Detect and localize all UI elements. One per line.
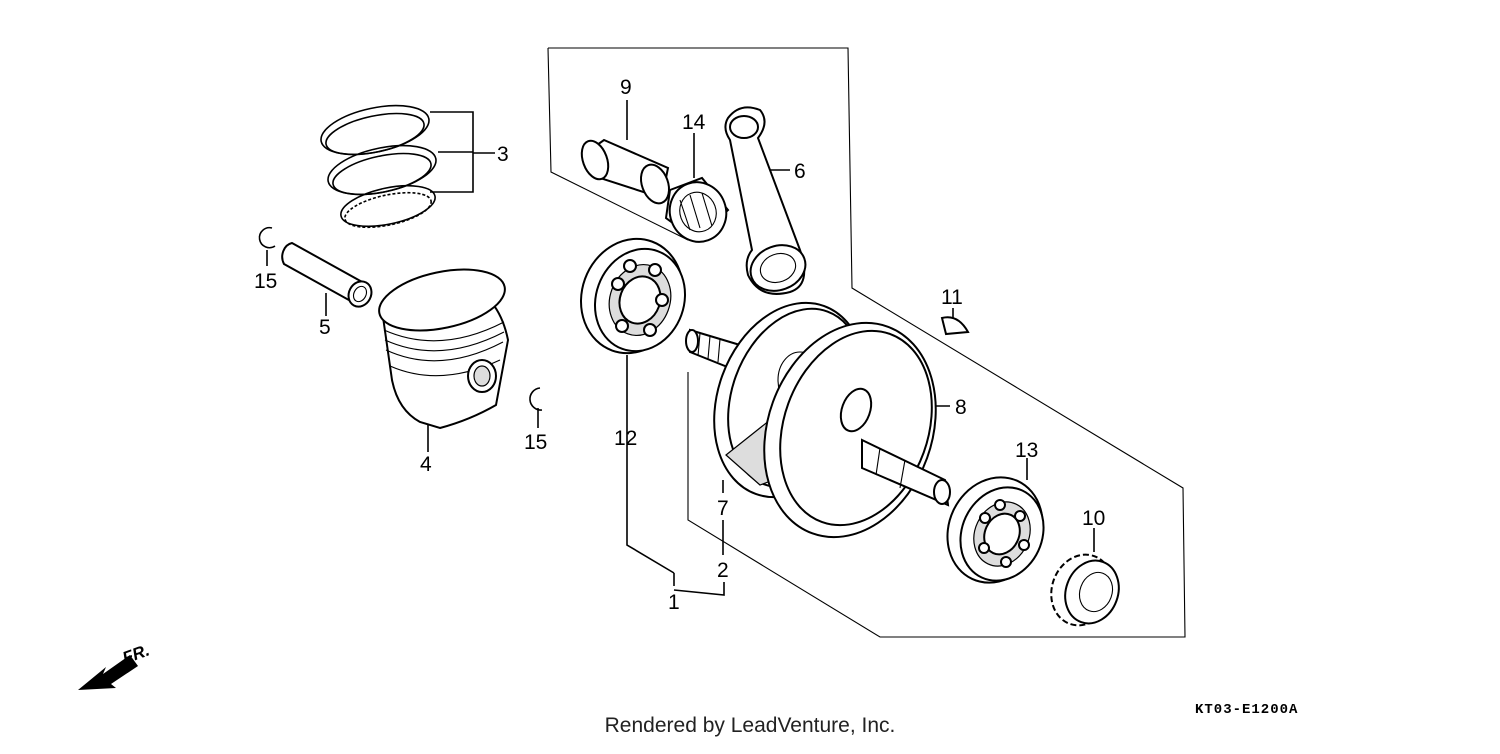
callout-10: 10	[1082, 507, 1105, 530]
crank-pin	[580, 138, 671, 205]
ball-bearing-left	[579, 237, 687, 355]
callout-2: 2	[717, 559, 729, 582]
callout-6: 6	[794, 160, 806, 183]
callout-3: 3	[497, 143, 509, 166]
callout-5: 5	[319, 316, 331, 339]
callout-1: 1	[668, 591, 680, 614]
needle-bearing	[664, 176, 730, 243]
credit-text: Rendered by LeadVenture, Inc.	[604, 714, 896, 737]
sprocket	[1050, 553, 1120, 627]
callout-9: 9	[620, 76, 632, 99]
circlips	[258, 226, 543, 411]
woodruff-key	[940, 316, 970, 336]
crankshaft	[685, 301, 951, 539]
assembly-outline	[547, 47, 1186, 638]
callout-numbers: 1 2 3 4 5 6 7 8 9 10 11 12 13 14 15 15	[254, 76, 1105, 614]
callout-11: 11	[941, 286, 963, 309]
connecting-rod	[724, 106, 807, 295]
diagram-code: KT03-E1200A	[1195, 702, 1299, 718]
front-direction-arrow: FR.	[78, 641, 152, 690]
piston	[378, 268, 510, 430]
callout-8: 8	[955, 396, 967, 419]
front-direction-label: FR.	[120, 641, 152, 668]
piston-pin	[281, 241, 373, 308]
callout-14: 14	[682, 111, 706, 134]
callout-7: 7	[717, 497, 729, 520]
callout-13: 13	[1015, 439, 1038, 462]
callout-12: 12	[614, 427, 637, 450]
callout-4: 4	[420, 453, 432, 476]
callout-15-right: 15	[524, 431, 547, 454]
piston-rings	[320, 104, 437, 229]
ball-bearing-right	[946, 476, 1045, 584]
callout-15-left: 15	[254, 270, 277, 293]
